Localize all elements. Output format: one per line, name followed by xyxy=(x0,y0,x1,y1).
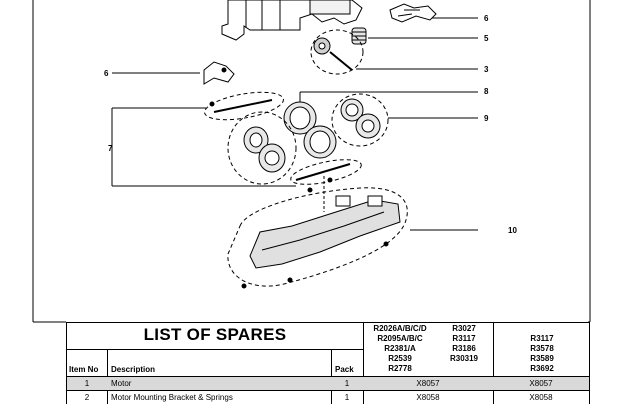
chassis-bracket-part xyxy=(203,61,235,85)
driving-wheelset-part xyxy=(283,91,478,159)
model-group-3: R3117 R3578 R3589 R3692 xyxy=(530,334,554,373)
callout-8: 8 xyxy=(484,87,489,96)
exploded-parts-diagram xyxy=(32,0,591,323)
motor-bracket-part xyxy=(389,3,437,23)
spares-table: LIST OF SPARES R2026A/B/C/D R2095A/B/C R… xyxy=(66,322,590,404)
model-group-1: R2026A/B/C/D R2095A/B/C R2381/A R2539 R2… xyxy=(373,324,427,373)
table-row: 1 Motor 1 X8057 X8057 xyxy=(67,377,589,390)
header-description: Description xyxy=(111,365,156,374)
callout-10: 10 xyxy=(508,226,517,235)
row-pack: 1 xyxy=(344,393,350,402)
lower-coupling-rod-part xyxy=(290,159,362,193)
table-row: 2 Motor Mounting Bracket & Springs 1 X80… xyxy=(67,391,589,404)
coupling-rod-part xyxy=(204,91,284,121)
header-pack: Pack xyxy=(335,365,354,374)
spares-title: LIST OF SPARES xyxy=(143,325,287,344)
callout-6-top: 6 xyxy=(484,14,489,23)
callout-9: 9 xyxy=(484,114,489,123)
row-code-a: X8057 xyxy=(416,379,440,388)
callout-7: 7 xyxy=(108,144,113,153)
callout-6-left: 6 xyxy=(104,69,109,78)
row-pack: 1 xyxy=(344,379,350,388)
row-description: Motor Mounting Bracket & Springs xyxy=(111,393,233,402)
chassis-part xyxy=(227,176,408,289)
row-code-b: X8057 xyxy=(529,379,553,388)
leading-wheelset-part xyxy=(227,111,297,185)
row-item-no: 2 xyxy=(84,393,90,402)
pony-wheelset-part xyxy=(331,93,389,147)
row-code-a: X8058 xyxy=(416,393,440,402)
header-item-no: Item No xyxy=(69,365,99,374)
row-item-no: 1 xyxy=(84,379,90,388)
row-description: Motor xyxy=(111,379,132,388)
spring-part xyxy=(351,27,367,45)
model-group-2: R3027 R3117 R3186 R30319 xyxy=(449,324,479,363)
row-code-b: X8058 xyxy=(529,393,553,402)
callout-3: 3 xyxy=(484,65,489,74)
motor-part xyxy=(221,0,363,41)
callout-5: 5 xyxy=(484,34,489,43)
worm-gear-part xyxy=(310,29,364,75)
